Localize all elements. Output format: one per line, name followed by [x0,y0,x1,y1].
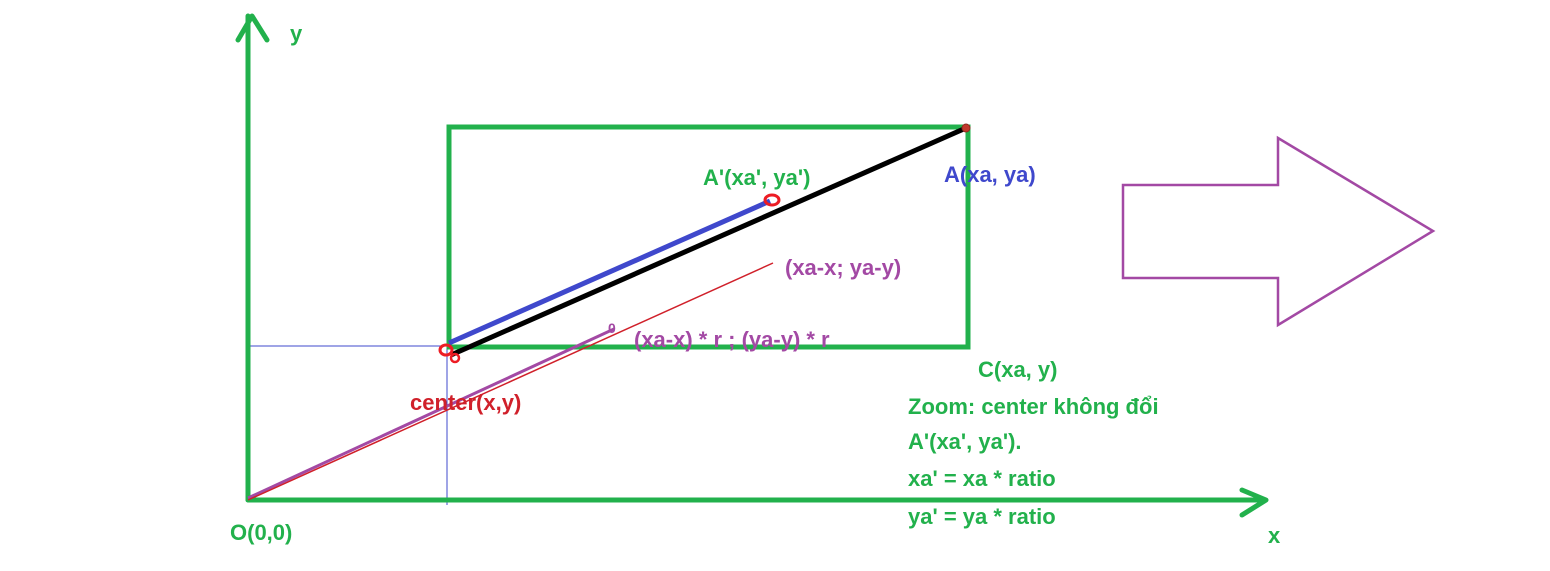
note-line: ya' = ya * ratio [908,504,1056,529]
note-line: A'(xa', ya'). [908,429,1022,454]
x-axis-label: x [1268,523,1281,548]
a-point-label: A(xa, ya) [944,162,1036,187]
zoom-notes: Zoom: center không đổi A'(xa', ya'). xa'… [908,394,1159,529]
center-to-a-prime-line [447,198,772,346]
note-line: xa' = xa * ratio [908,466,1056,491]
diff-vector-label: (xa-x; ya-y) [785,255,901,280]
a-prime-label: A'(xa', ya') [703,165,810,190]
origin-label: O(0,0) [230,520,292,545]
center-point-marker-small [449,352,461,364]
note-line: Zoom: center không đổi [908,394,1159,419]
center-to-a-line [449,125,968,358]
a-prime-point-marker [763,193,781,207]
center-label: center(x,y) [410,390,521,415]
small-mark-label: 0 [608,320,616,336]
y-axis-arrowhead [235,13,270,43]
c-point-label: C(xa, y) [978,357,1057,382]
scaled-vector-line [247,327,615,500]
bounding-rectangle [446,124,971,350]
transition-arrow-icon [1121,135,1436,328]
y-axis-label: y [290,21,303,46]
x-axis-arrowhead [1239,487,1269,518]
diff-vector-line [247,262,774,501]
center-point-marker [438,343,454,357]
a-point-marker [961,123,971,133]
scaled-vector-label: (xa-x) * r ; (ya-y) * r [634,327,830,352]
